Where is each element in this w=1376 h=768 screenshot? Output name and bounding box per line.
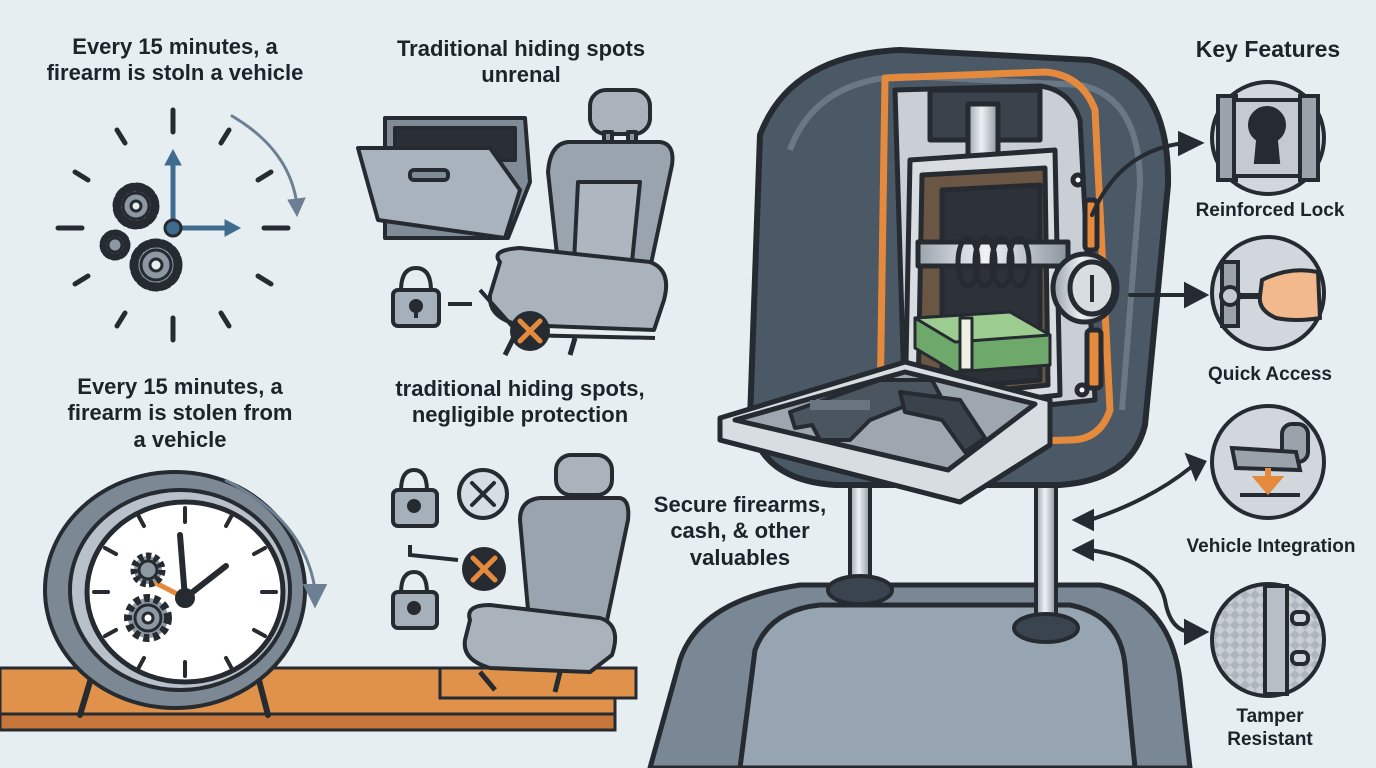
no-protection-x-icon [510,311,550,351]
car-seat-side-icon [462,453,631,693]
headrest-posts [826,478,1080,644]
padlock-icon [391,265,472,328]
feature-tamper-resistant-label: Tamper Resistant [1227,706,1313,750]
alarm-clock-icon [43,470,328,718]
keyhole-icon [1210,80,1326,196]
key-in-hand-icon [1210,235,1326,351]
secure-valuables-caption: Secure firearms, cash, & other valuables [653,492,827,570]
pistol-icon [788,378,987,454]
padlock-icon-stack [391,467,459,630]
spring-mechanism [915,235,1071,289]
x-mark-icon [457,468,509,591]
stat-top-text: Every 15 minutes, a firearm is stoln a v… [46,34,304,86]
feature-vehicle-integration-label: Vehicle Integration [1186,536,1356,557]
arrows [1071,130,1210,646]
traditional-spots-title: Traditional hiding spots unrenal [396,36,646,88]
negligible-protection-title: traditional hiding spots, negligible pro… [395,376,645,428]
clock-face-icon [55,107,306,343]
feature-reinforced-lock-label: Reinforced Lock [1195,200,1345,221]
glovebox-icon [356,116,532,240]
safe-tray [717,359,1053,505]
safe-compartment [876,68,1120,449]
seat-backrest [647,582,1193,768]
seat-mount-icon [1210,404,1326,520]
stat-bottom-text: Every 15 minutes, a firearm is stolen fr… [67,374,293,452]
key-features-heading: Key Features [1195,36,1341,62]
lock-cylinder [1050,251,1120,325]
cash-stack-icon [913,310,1052,374]
steel-plate-icon [1210,582,1326,698]
feature-quick-access-label: Quick Access [1208,364,1332,385]
